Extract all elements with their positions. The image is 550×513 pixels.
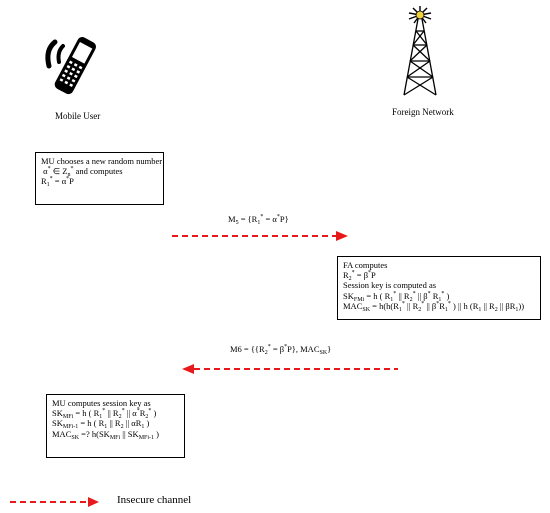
- fa-box-line-5: MACSK = h(h(R1* || R2* || β*R1* ) || h (…: [343, 300, 525, 313]
- mu-key-line-2: SKMFi = h ( R1* || R2* || α*R2* ): [52, 408, 157, 421]
- insecure-arrow-m6: [182, 364, 398, 374]
- fa-box-line-2: R2* = β*P: [343, 270, 376, 283]
- mobile-user-label: Mobile User: [55, 111, 101, 121]
- fa-box-line-1: FA computes: [343, 260, 388, 270]
- fa-box-line-4: SKFMi = h ( R1* || R2* || β* R1* ): [343, 290, 450, 303]
- message-m6-label: M6 = {{R2* = β*P}, MACSK}: [230, 344, 332, 356]
- mu-box-line-1: MU chooses a new random number: [41, 156, 163, 166]
- foreign-network-label: Foreign Network: [392, 107, 454, 117]
- legend-arrow: [10, 497, 99, 507]
- mu-session-key-box: MU computes session key as SKMFi = h ( R…: [46, 394, 185, 458]
- insecure-arrow-m5: [172, 231, 348, 241]
- fa-box-line-3: Session key is computed as: [343, 280, 437, 291]
- mobile-phone-icon: [45, 37, 97, 95]
- mu-key-line-1: MU computes session key as: [52, 398, 151, 408]
- mu-box-line-2: α* ∈ Zn* and computes: [43, 166, 123, 179]
- mu-key-line-3: SKMFi-1 = h ( R1 || R2 || αR1 ): [52, 418, 150, 431]
- message-m5-label: M5 = {R1* = α*P}: [228, 214, 289, 226]
- mu-random-number-box: MU chooses a new random number α* ∈ Zn* …: [35, 152, 164, 205]
- fa-computes-box: FA computes R2* = β*P Session key is com…: [337, 256, 541, 320]
- mu-key-line-4: MACSK =? h(SKMFi || SKMFi-1 ): [52, 428, 159, 441]
- mu-box-line-3: R1* = α*P: [41, 176, 74, 189]
- antenna-tower-icon: [403, 6, 437, 96]
- legend-label: Insecure channel: [117, 494, 192, 506]
